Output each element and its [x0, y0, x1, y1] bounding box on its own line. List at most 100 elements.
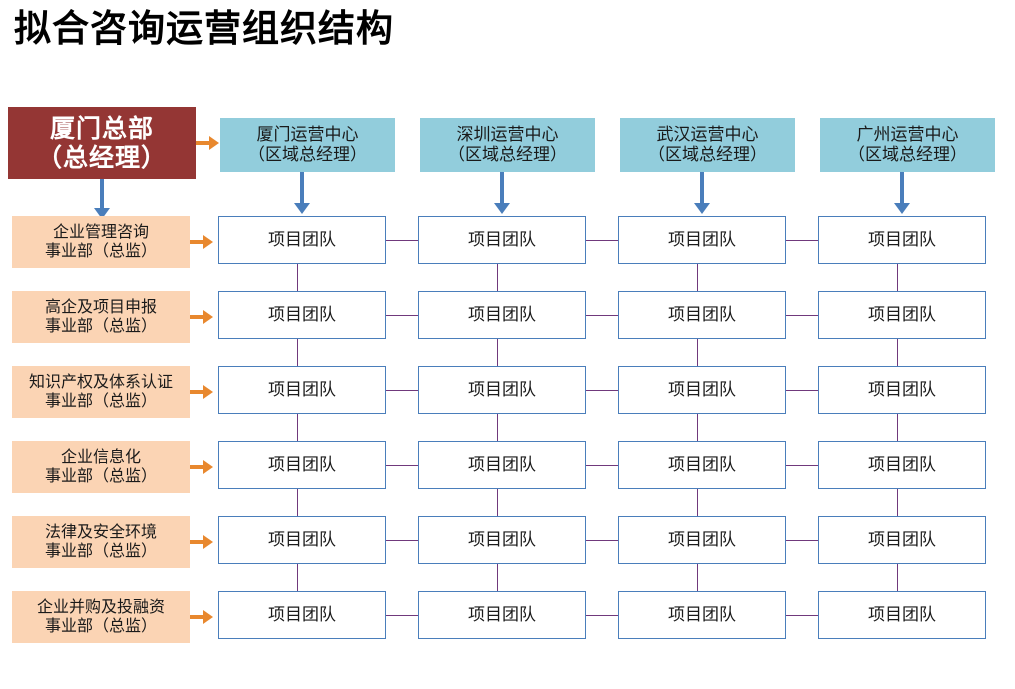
- project-team-label: 项目团队: [868, 529, 936, 550]
- project-team-box-r4c3[interactable]: 项目团队: [618, 441, 786, 489]
- project-team-label: 项目团队: [868, 454, 936, 475]
- project-team-label: 项目团队: [668, 454, 736, 475]
- center-to-team-line-col4: [900, 172, 904, 205]
- project-team-label: 项目团队: [868, 229, 936, 250]
- headquarters-box[interactable]: 厦门总部 （总经理）: [8, 107, 196, 179]
- project-team-label: 项目团队: [468, 379, 536, 400]
- project-team-label: 项目团队: [268, 229, 336, 250]
- department-name: 企业信息化: [60, 447, 141, 467]
- center-to-team-arrowhead-icon-col3: [694, 203, 710, 214]
- team-grid-v-line: [897, 414, 898, 442]
- project-team-label: 项目团队: [868, 604, 936, 625]
- team-grid-h-line: [786, 390, 820, 391]
- operation-center-name: 厦门运营中心: [256, 124, 359, 145]
- project-team-box-r5c3[interactable]: 项目团队: [618, 516, 786, 564]
- operation-center-name: 武汉运营中心: [656, 124, 759, 145]
- project-team-box-r1c4[interactable]: 项目团队: [818, 216, 986, 264]
- department-role: 事业部（总监）: [44, 541, 157, 560]
- team-grid-v-line: [697, 489, 698, 517]
- team-grid-h-line: [586, 465, 620, 466]
- department-to-team-line-row4: [190, 465, 206, 469]
- project-team-box-r1c3[interactable]: 项目团队: [618, 216, 786, 264]
- team-grid-v-line: [697, 564, 698, 592]
- team-grid-h-line: [586, 315, 620, 316]
- project-team-box-r3c3[interactable]: 项目团队: [618, 366, 786, 414]
- project-team-box-r3c4[interactable]: 项目团队: [818, 366, 986, 414]
- project-team-box-r1c2[interactable]: 项目团队: [418, 216, 586, 264]
- project-team-box-r3c2[interactable]: 项目团队: [418, 366, 586, 414]
- project-team-box-r2c2[interactable]: 项目团队: [418, 291, 586, 339]
- team-grid-h-line: [586, 540, 620, 541]
- team-grid-h-line: [386, 315, 420, 316]
- team-grid-h-line: [786, 315, 820, 316]
- project-team-label: 项目团队: [468, 229, 536, 250]
- department-role: 事业部（总监）: [44, 241, 157, 260]
- department-to-team-line-row2: [190, 315, 206, 319]
- project-team-label: 项目团队: [468, 529, 536, 550]
- project-team-box-r5c1[interactable]: 项目团队: [218, 516, 386, 564]
- department-box-1[interactable]: 企业管理咨询 事业部（总监）: [12, 216, 190, 268]
- team-grid-h-line: [786, 240, 820, 241]
- operation-center-box-guangzhou[interactable]: 广州运营中心 （区域总经理）: [820, 118, 995, 172]
- project-team-label: 项目团队: [268, 379, 336, 400]
- operation-center-role: （区域总经理）: [248, 145, 367, 165]
- department-to-team-arrowhead-icon-row5: [203, 535, 213, 549]
- project-team-label: 项目团队: [668, 229, 736, 250]
- operation-center-box-shenzhen[interactable]: 深圳运营中心 （区域总经理）: [420, 118, 595, 172]
- project-team-box-r4c1[interactable]: 项目团队: [218, 441, 386, 489]
- department-to-team-line-row3: [190, 390, 206, 394]
- team-grid-v-line: [497, 564, 498, 592]
- department-to-team-arrowhead-icon-row1: [203, 235, 213, 249]
- project-team-box-r4c2[interactable]: 项目团队: [418, 441, 586, 489]
- team-grid-v-line: [497, 414, 498, 442]
- project-team-box-r5c4[interactable]: 项目团队: [818, 516, 986, 564]
- department-name: 知识产权及体系认证: [28, 372, 173, 392]
- team-grid-v-line: [297, 489, 298, 517]
- hq-to-center-line: [196, 141, 212, 145]
- project-team-label: 项目团队: [468, 454, 536, 475]
- department-role: 事业部（总监）: [44, 466, 157, 485]
- department-name: 企业管理咨询: [52, 222, 149, 242]
- department-box-4[interactable]: 企业信息化 事业部（总监）: [12, 441, 190, 493]
- project-team-box-r2c1[interactable]: 项目团队: [218, 291, 386, 339]
- project-team-label: 项目团队: [268, 604, 336, 625]
- project-team-box-r6c3[interactable]: 项目团队: [618, 591, 786, 639]
- project-team-label: 项目团队: [868, 304, 936, 325]
- project-team-box-r2c4[interactable]: 项目团队: [818, 291, 986, 339]
- project-team-box-r3c1[interactable]: 项目团队: [218, 366, 386, 414]
- project-team-label: 项目团队: [268, 304, 336, 325]
- team-grid-h-line: [786, 615, 820, 616]
- headquarters-role: （总经理）: [36, 143, 167, 172]
- team-grid-h-line: [586, 615, 620, 616]
- center-to-team-arrowhead-icon-col2: [494, 203, 510, 214]
- project-team-box-r1c1[interactable]: 项目团队: [218, 216, 386, 264]
- hq-to-department-arrowhead-icon: [94, 208, 110, 219]
- department-box-2[interactable]: 高企及项目申报 事业部（总监）: [12, 291, 190, 343]
- department-box-5[interactable]: 法律及安全环境 事业部（总监）: [12, 516, 190, 568]
- operation-center-name: 深圳运营中心: [456, 124, 559, 145]
- team-grid-v-line: [497, 339, 498, 367]
- project-team-label: 项目团队: [668, 604, 736, 625]
- project-team-box-r2c3[interactable]: 项目团队: [618, 291, 786, 339]
- project-team-box-r6c1[interactable]: 项目团队: [218, 591, 386, 639]
- department-box-3[interactable]: 知识产权及体系认证 事业部（总监）: [12, 366, 190, 418]
- operation-center-box-xiamen[interactable]: 厦门运营中心 （区域总经理）: [220, 118, 395, 172]
- project-team-label: 项目团队: [668, 379, 736, 400]
- team-grid-h-line: [386, 540, 420, 541]
- team-grid-v-line: [297, 339, 298, 367]
- project-team-box-r6c2[interactable]: 项目团队: [418, 591, 586, 639]
- team-grid-h-line: [386, 465, 420, 466]
- operation-center-role: （区域总经理）: [448, 145, 567, 165]
- team-grid-v-line: [297, 414, 298, 442]
- project-team-box-r5c2[interactable]: 项目团队: [418, 516, 586, 564]
- department-to-team-line-row5: [190, 540, 206, 544]
- project-team-label: 项目团队: [868, 379, 936, 400]
- project-team-label: 项目团队: [268, 529, 336, 550]
- project-team-box-r6c4[interactable]: 项目团队: [818, 591, 986, 639]
- department-box-6[interactable]: 企业并购及投融资 事业部（总监）: [12, 591, 190, 643]
- team-grid-v-line: [697, 414, 698, 442]
- project-team-box-r4c4[interactable]: 项目团队: [818, 441, 986, 489]
- headquarters-name: 厦门总部: [49, 113, 154, 143]
- operation-center-box-wuhan[interactable]: 武汉运营中心 （区域总经理）: [620, 118, 795, 172]
